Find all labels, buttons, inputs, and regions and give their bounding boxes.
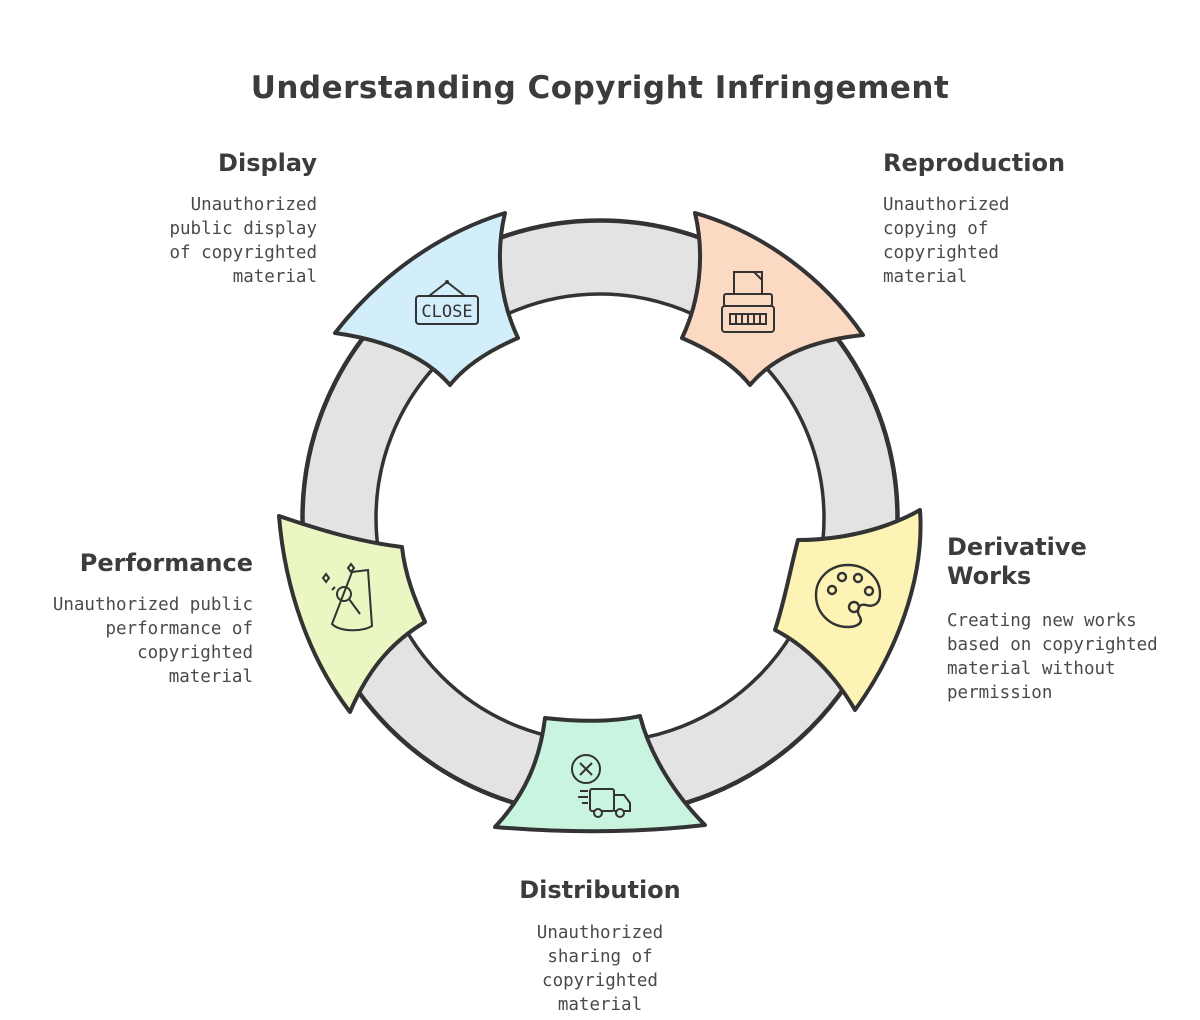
segment-performance-shape [277, 514, 427, 714]
singer-spotlight-icon [321, 562, 374, 632]
reproduction-description: Unauthorized copying of copyrighted mate… [883, 195, 1010, 287]
performance-heading: Performance [79, 549, 253, 577]
segment-derivative-shape [773, 508, 923, 712]
segment-derivative [773, 508, 923, 712]
close-sign-icon: CLOSE [415, 280, 479, 325]
typewriter-icon [721, 271, 775, 333]
reproduction-heading: Reproduction [883, 149, 1066, 177]
segment-display: CLOSE [333, 211, 520, 387]
distribution-heading: Distribution [519, 876, 681, 904]
segment-performance [277, 514, 427, 714]
delivery-truck-cancel-icon [571, 754, 631, 818]
performance-description: Unauthorized public performance of copyr… [52, 595, 253, 687]
display-heading: Display [218, 149, 317, 177]
display-description: Unauthorized public display of copyright… [169, 195, 317, 287]
segment-reproduction [680, 211, 865, 387]
palette-icon [814, 563, 882, 629]
diagram-title: Understanding Copyright Infringement [250, 70, 950, 106]
distribution-description: Unauthorized sharing of copyrighted mate… [536, 923, 664, 1015]
derivative-heading: Derivative Works [947, 533, 1087, 590]
segment-distribution [493, 714, 707, 834]
derivative-description: Creating new works based on copyrighted … [947, 611, 1158, 703]
segment-display-shape [333, 211, 520, 387]
close-sign-text: CLOSE [421, 302, 472, 322]
